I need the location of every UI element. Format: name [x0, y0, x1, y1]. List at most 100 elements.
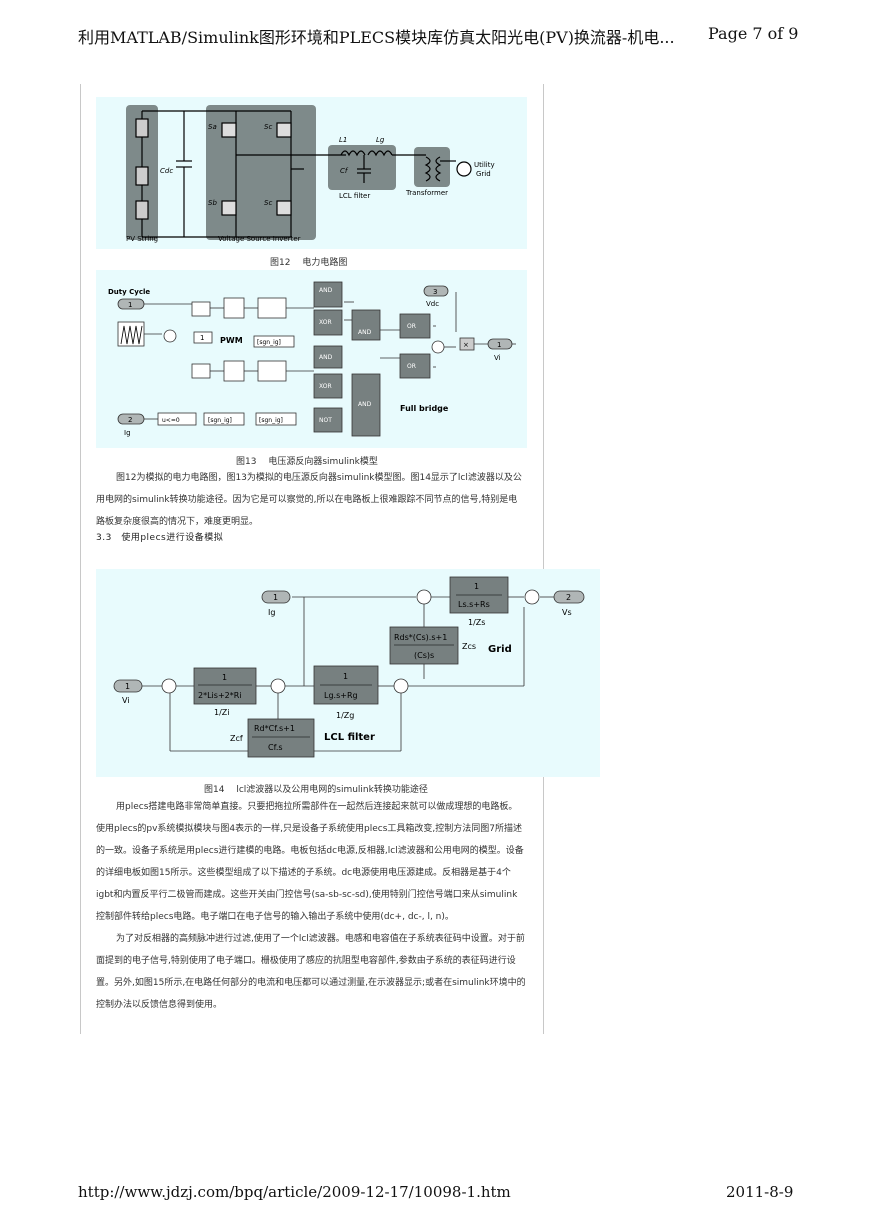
sum-node [163, 329, 177, 343]
input-port-duty-cycle: 1 Duty Cycle [108, 288, 150, 310]
svg-text:1: 1 [343, 672, 348, 681]
svg-text:1/Zi: 1/Zi [214, 708, 230, 717]
svg-text:Vi: Vi [494, 354, 501, 362]
inverter-simulink-diagram: 1 Duty Cycle 1 PWM [sgn_ig] AND XOR AND … [108, 281, 516, 437]
svg-text:LCL filter: LCL filter [324, 732, 375, 743]
input-port-vs: 2 Vs [553, 590, 585, 617]
sum-node-grid [393, 678, 409, 694]
svg-text:2*Lis+2*Ri: 2*Lis+2*Ri [198, 691, 242, 700]
zcs-block [389, 626, 459, 665]
paragraph-2-part-1: 用plecs搭建电路非常简单直接。只要把拖拉所需部件在一起然后连接起来就可以做成… [96, 802, 524, 922]
goto-sgn-ig-bottom [203, 412, 245, 426]
svg-text:LCL filter: LCL filter [339, 192, 370, 200]
svg-text:L1: L1 [339, 136, 347, 144]
svg-text:1: 1 [273, 593, 278, 602]
figure-12-caption: 图12 电力电路图 [270, 258, 348, 268]
svg-text:Duty Cycle: Duty Cycle [108, 288, 150, 296]
relay-top [223, 297, 245, 319]
figure-12-power-circuit: Sa Sc Sb Sc Cdc L1 Lg Cf LCL filter Tran… [96, 97, 527, 249]
svg-text:1: 1 [222, 673, 227, 682]
power-circuit-diagram: Sa Sc Sb Sc Cdc L1 Lg Cf LCL filter Tran… [126, 105, 495, 243]
svg-text:Cf.s: Cf.s [268, 743, 283, 752]
transformer-box [414, 147, 450, 187]
svg-text:Grid: Grid [476, 170, 491, 178]
svg-text:Zcs: Zcs [462, 642, 476, 651]
sum-node-mid [270, 678, 286, 694]
zcf-block [247, 718, 315, 758]
sum-node-grid-top [416, 589, 432, 605]
sum-block-top [191, 301, 211, 317]
svg-text:Lg: Lg [376, 136, 385, 144]
figure-13-inverter-model: 1 Duty Cycle 1 PWM [sgn_ig] AND XOR AND … [96, 270, 527, 448]
svg-text:[sgn_ig]: [sgn_ig] [259, 417, 283, 424]
paragraph-1: 图12为模拟的电力电路图，图13为模拟的电压源反向器simulink模型图。图1… [96, 467, 526, 533]
page-number: Page 7 of 9 [708, 24, 799, 43]
lcl-grid-simulink-diagram: 1 Ig 1 Ls.s+Rs 1/Zs 2 Vs Rds*(Cs).s+1 (C… [113, 576, 585, 758]
svg-text:Sb: Sb [208, 199, 217, 207]
footer-date: 2011-8-9 [726, 1183, 794, 1201]
svg-text:1/Zg: 1/Zg [336, 711, 354, 720]
diff-block-bottom [257, 360, 287, 382]
paragraph-2: 用plecs搭建电路非常简单直接。只要把拖拉所需部件在一起然后连接起来就可以做成… [96, 796, 526, 1016]
sum-node-right [431, 340, 445, 354]
svg-text:Lg.s+Rg: Lg.s+Rg [324, 691, 358, 700]
from-sgn-ig [255, 412, 297, 426]
svg-text:1: 1 [497, 341, 501, 349]
paragraph-2-part-2: 为了对反相器的高频脉冲进行过滤,使用了一个lcl滤波器。电感和电容值在子系统表征… [96, 934, 526, 1010]
svg-text:(Cs)s: (Cs)s [414, 651, 434, 660]
svg-text:[sgn_ig]: [sgn_ig] [257, 339, 281, 346]
input-port-vdc: 3 Vdc [423, 285, 449, 308]
svg-text:1: 1 [125, 682, 130, 691]
svg-text:1: 1 [474, 582, 479, 591]
svg-text:Zcf: Zcf [230, 734, 243, 743]
logic-blocks: AND XOR AND OR AND XOR AND OR NOT [313, 281, 431, 437]
svg-text:Vs: Vs [562, 608, 572, 617]
svg-text:Sc: Sc [264, 123, 272, 131]
page-header-title: 利用MATLAB/Simulink图形环境和PLECS模块库仿真太阳光电(PV)… [78, 28, 675, 47]
input-port-ig: 2 Ig [117, 413, 145, 437]
relay-bottom [223, 360, 245, 382]
svg-text:Ig: Ig [268, 608, 275, 617]
paragraph-1-text: 图12为模拟的电力电路图，图13为模拟的电压源反向器simulink模型图。图1… [96, 473, 522, 527]
svg-text:PWM: PWM [220, 336, 243, 345]
svg-text:OR: OR [407, 363, 416, 370]
output-port-vi: 1 Vi [487, 338, 513, 362]
svg-text:Sa: Sa [208, 123, 217, 131]
compare-block [157, 412, 197, 426]
diff-block-top [257, 297, 287, 319]
svg-text:AND: AND [358, 329, 372, 336]
svg-text:Rds*(Cs).s+1: Rds*(Cs).s+1 [394, 633, 447, 642]
svg-text:Voltage Source Inverter: Voltage Source Inverter [218, 235, 301, 243]
constant-block [193, 331, 213, 344]
svg-text:[sgn_ig]: [sgn_ig] [208, 417, 232, 424]
sum-node-vi [161, 678, 177, 694]
svg-text:Ls.s+Rs: Ls.s+Rs [458, 600, 490, 609]
svg-text:Full bridge: Full bridge [400, 404, 449, 413]
svg-text:Grid: Grid [488, 644, 512, 655]
section-heading: 3.3 使用plecs进行设备模拟 [96, 533, 224, 543]
right-column-divider [543, 84, 544, 1034]
svg-text:Sc: Sc [264, 199, 272, 207]
svg-text:1: 1 [128, 301, 132, 309]
svg-text:Transformer: Transformer [405, 189, 448, 197]
input-port-vi: 1 Vi [113, 679, 143, 705]
svg-text:2: 2 [128, 416, 132, 424]
svg-text:1: 1 [200, 334, 204, 342]
goto-sgn-ig-top [253, 335, 295, 348]
figure-14-caption: 图14 lcl滤波器以及公用电网的simulink转换功能途径 [204, 785, 428, 795]
zi-block [193, 667, 257, 705]
svg-text:2: 2 [566, 593, 571, 602]
sum-block-bottom [191, 363, 211, 379]
svg-text:Cf: Cf [340, 167, 349, 175]
figure-13-caption: 图13 电压源反向器simulink模型 [236, 457, 378, 467]
svg-text:XOR: XOR [319, 383, 332, 390]
figure-14-lcl-grid-model: 1 Ig 1 Ls.s+Rs 1/Zs 2 Vs Rds*(Cs).s+1 (C… [96, 569, 600, 777]
svg-text:AND: AND [319, 354, 333, 361]
lcl-filter-box [328, 145, 396, 190]
svg-text:1/Zs: 1/Zs [468, 618, 485, 627]
output-port-ig: 1 Ig [261, 590, 291, 617]
svg-text:Vi: Vi [122, 696, 130, 705]
svg-text:NOT: NOT [319, 417, 332, 424]
svg-text:XOR: XOR [319, 319, 332, 326]
svg-text:Cdc: Cdc [160, 167, 173, 175]
